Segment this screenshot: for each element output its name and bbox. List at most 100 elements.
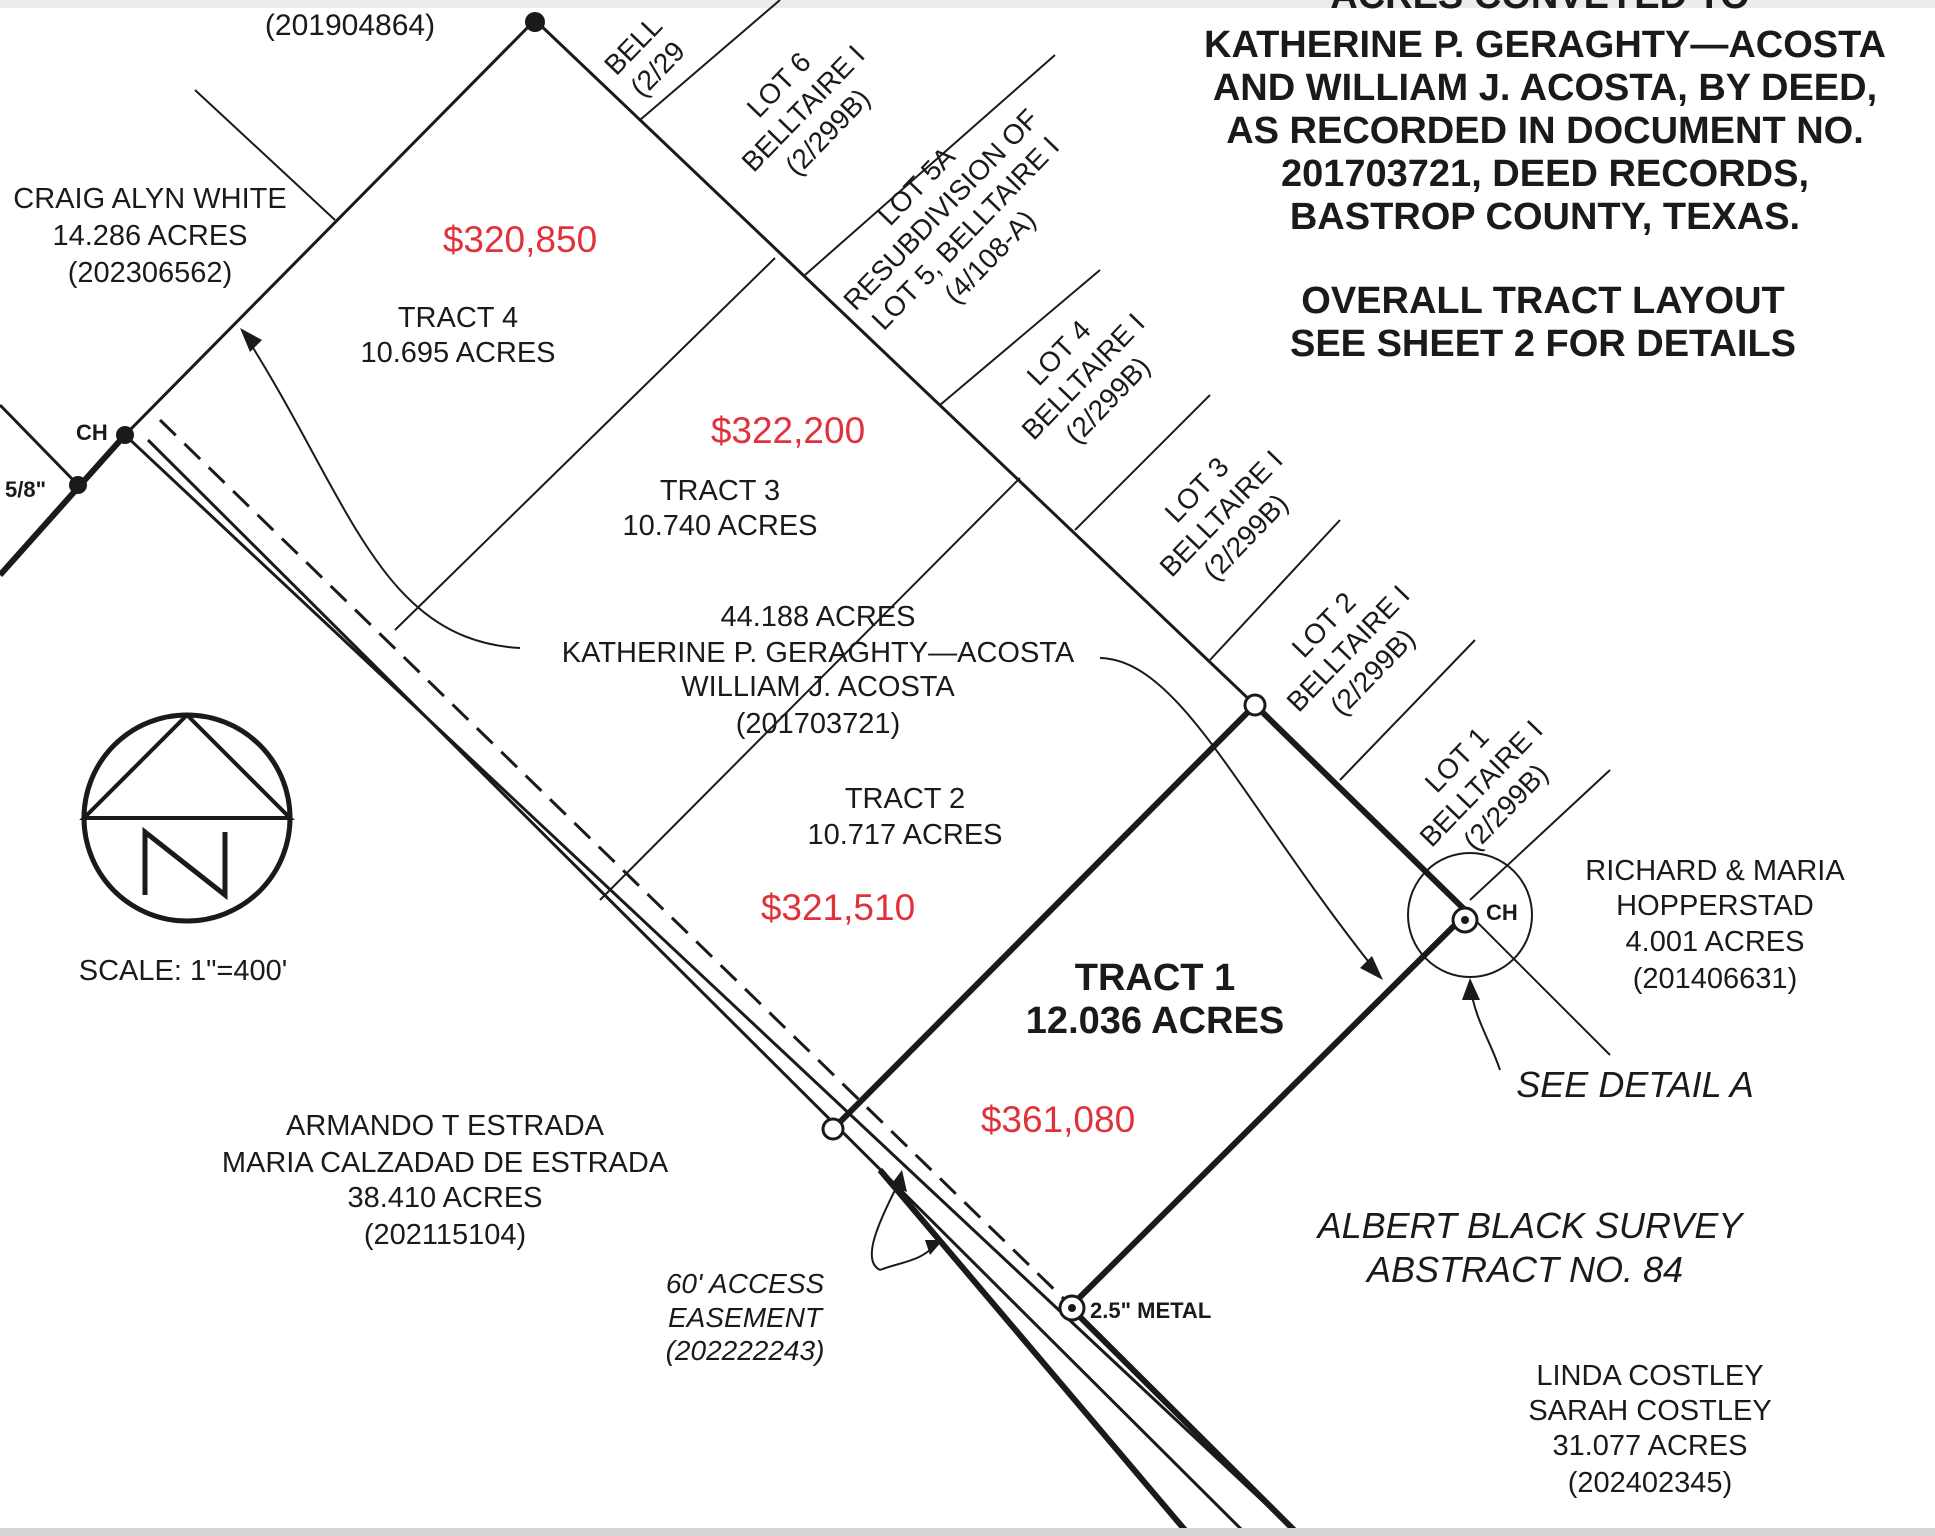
- top-edge-strip: [0, 0, 1935, 8]
- header-line-4: 201703721, DEED RECORDS,: [1281, 153, 1809, 195]
- ch-right-label: CH: [1486, 900, 1518, 925]
- costley-line-3: 31.077 ACRES: [1552, 1430, 1747, 1462]
- tract-2-name: TRACT 2: [845, 783, 965, 815]
- parent-line-4: (201703721): [736, 708, 900, 740]
- rebar-dot: [69, 476, 87, 494]
- hopperstad-line-3: 4.001 ACRES: [1626, 926, 1805, 958]
- tract-1-name: TRACT 1: [1075, 957, 1235, 999]
- see-detail-label: SEE DETAIL A: [1516, 1064, 1753, 1105]
- tract-4-acres: 10.695 ACRES: [360, 337, 555, 369]
- header-line-3: AS RECORDED IN DOCUMENT NO.: [1226, 110, 1864, 152]
- white-line-3: (202306562): [68, 257, 232, 289]
- road-edge-north: [123, 433, 1302, 1536]
- markers: [69, 12, 1533, 1322]
- ne-boundary-line: [533, 18, 1257, 707]
- parent-line-3: WILLIAM J. ACOSTA: [681, 671, 955, 703]
- north-arrow: [79, 712, 295, 924]
- metal-label: 2.5" METAL: [1090, 1298, 1211, 1323]
- white-line-1: CRAIG ALYN WHITE: [13, 183, 286, 215]
- lot-line-7-6: [639, 0, 781, 121]
- divider-3-2: [599, 477, 1021, 901]
- north-arrow-n-letter: [142, 826, 228, 901]
- costley-line-1: LINDA COSTLEY: [1536, 1360, 1763, 1392]
- divider-4-3: [394, 257, 776, 631]
- tract-3: $322,200 TRACT 3 10.740 ACRES: [622, 410, 865, 542]
- corner-open-ne: [1243, 693, 1267, 717]
- tract-2-price: $321,510: [761, 887, 915, 928]
- lot-line-4-3: [1074, 394, 1211, 531]
- estrada-label: ARMANDO T ESTRADA MARIA CALZADAD DE ESTR…: [222, 1110, 669, 1251]
- easement-arrow-b: [925, 1240, 943, 1255]
- header-line-2: AND WILLIAM J. ACOSTA, BY DEED,: [1213, 67, 1877, 109]
- top-corner-dot: [525, 12, 545, 32]
- tract1-boundary: [830, 702, 1258, 1132]
- metal-marker-inner: [1068, 1304, 1076, 1312]
- white-boundary-a: [194, 89, 336, 221]
- estrada-line-4: (202115104): [364, 1219, 526, 1251]
- hopperstad-line-4: (201406631): [1633, 963, 1797, 995]
- header-partial-line: ACRES CONVEYED TO: [1330, 0, 1749, 17]
- parent-arrow-curve: [244, 334, 521, 649]
- lot-line-2-1: [1339, 639, 1476, 781]
- road-edge-outer: [146, 438, 1250, 1536]
- boundary-lines: [0, 0, 1611, 1536]
- road-heavy: [1067, 1304, 1303, 1536]
- parent-line-1: 44.188 ACRES: [720, 601, 915, 633]
- parent-line-2: KATHERINE P. GERAGHTY—ACOSTA: [562, 637, 1075, 669]
- tract-3-acres: 10.740 ACRES: [622, 510, 817, 542]
- tract-2-acres: 10.717 ACRES: [807, 819, 1002, 851]
- costley-line-2: SARAH COSTLEY: [1528, 1395, 1771, 1427]
- scale-label: SCALE: 1"=400': [79, 955, 288, 987]
- header-line-1: KATHERINE P. GERAGHTY—ACOSTA: [1204, 24, 1886, 66]
- parent-arrow-head: [240, 328, 262, 352]
- west-line-short: [0, 403, 80, 487]
- white-line-2: 14.286 ACRES: [52, 220, 247, 252]
- easement-leader-b: [879, 1244, 936, 1271]
- estrada-line-1: ARMANDO T ESTRADA: [286, 1110, 605, 1142]
- tract1-ne-line: [1252, 702, 1468, 913]
- ch-right-marker-inner: [1461, 916, 1469, 924]
- corner-open-sw: [821, 1117, 845, 1141]
- top-doc-number: (201904864): [265, 9, 435, 42]
- ch-left-label: CH: [76, 420, 108, 445]
- lot-1: LOT 1 BELLTAIRE I (2/299B): [1414, 714, 1554, 856]
- tract-1: TRACT 1 12.036 ACRES $361,080: [981, 957, 1284, 1140]
- estrada-line-2: MARIA CALZADAD DE ESTRADA: [222, 1147, 669, 1179]
- tract-2: TRACT 2 10.717 ACRES $321,510: [761, 783, 1003, 928]
- tract-3-name: TRACT 3: [660, 475, 780, 507]
- tract-4: $320,850 TRACT 4 10.695 ACRES: [360, 219, 597, 369]
- tract-4-name: TRACT 4: [398, 302, 518, 334]
- tract1-se-line: [1067, 912, 1468, 1310]
- easement-line-2: EASEMENT: [668, 1302, 824, 1333]
- west-line-to-rebar: [0, 433, 128, 577]
- ch-left-dot: [116, 426, 134, 444]
- lot-2: LOT 2 BELLTAIRE I (2/299B): [1281, 579, 1421, 721]
- parent-tract-label: 44.188 ACRES KATHERINE P. GERAGHTY—ACOST…: [562, 601, 1075, 740]
- layout-line-1: OVERALL TRACT LAYOUT: [1301, 280, 1784, 322]
- costley-line-4: (202402345): [1568, 1467, 1732, 1499]
- white-label: CRAIG ALYN WHITE 14.286 ACRES (202306562…: [13, 183, 286, 289]
- estrada-line-3: 38.410 ACRES: [347, 1182, 542, 1214]
- parent-arrow-curve-right: [1099, 657, 1376, 971]
- lot-4: LOT 4 BELLTAIRE I (2/299B): [1016, 307, 1156, 449]
- header-line-5: BASTROP COUNTY, TEXAS.: [1290, 196, 1800, 238]
- tract-3-price: $322,200: [711, 410, 865, 451]
- parent-arrow-head-right: [1360, 956, 1383, 980]
- nw-boundary-line: [123, 18, 537, 437]
- tract-1-price: $361,080: [981, 1099, 1135, 1140]
- detail-leader-head: [1462, 978, 1480, 1000]
- lot-7-partial: BELL (2/29: [598, 10, 691, 103]
- header-block: ACRES CONVEYED TO KATHERINE P. GERAGHTY—…: [1204, 0, 1886, 365]
- easement-leader-a: [870, 1179, 901, 1271]
- rebar-label: 5/8": [5, 477, 46, 502]
- lot-line-1-end: [1469, 769, 1611, 901]
- hopperstad-line-1: RICHARD & MARIA: [1585, 855, 1845, 887]
- easement-line-1: 60' ACCESS: [666, 1268, 825, 1299]
- survey-line-2: ABSTRACT NO. 84: [1365, 1249, 1683, 1290]
- easement-label: 60' ACCESS EASEMENT (202222243): [666, 1268, 825, 1366]
- lot-line-6-5a: [804, 54, 1056, 276]
- survey-label: ALBERT BLACK SURVEY ABSTRACT NO. 84: [1316, 1205, 1746, 1290]
- easement-line-3: (202222243): [666, 1335, 825, 1366]
- access-easement-centerline: [158, 418, 1067, 1302]
